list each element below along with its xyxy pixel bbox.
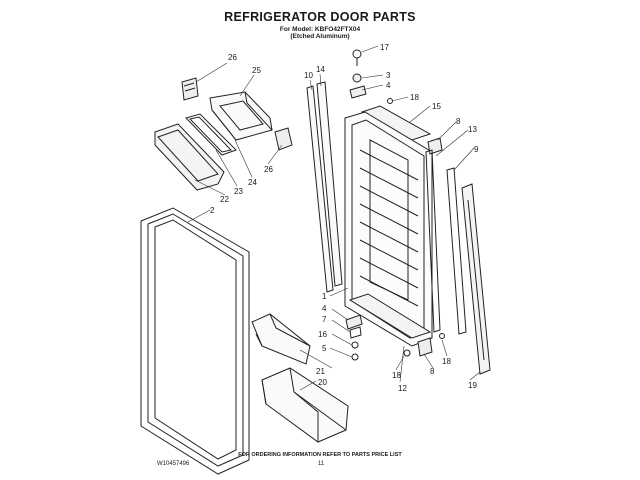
doc-number: W10457496 (157, 461, 190, 467)
callout: 14 (316, 65, 325, 74)
callout: 1 (322, 292, 327, 301)
part-screw-17 (352, 49, 362, 66)
callout: 4 (386, 81, 391, 90)
part-hinge-bracket-8-lower (417, 337, 433, 357)
part-top-bracket-26 (181, 77, 199, 101)
callout: 18 (392, 371, 401, 380)
part-large-bin-20 (261, 367, 349, 443)
part-trim-14 (316, 81, 343, 287)
part-side-trim-13 (425, 149, 441, 333)
part-screw-18-lower (403, 349, 411, 357)
callout: 18 (410, 93, 419, 102)
callout: 9 (474, 145, 479, 154)
page-number: 11 (318, 461, 325, 467)
callout: 25 (252, 66, 261, 75)
callout: 26 (228, 53, 237, 62)
callout: 5 (322, 344, 327, 353)
ordering-note: FOR ORDERING INFORMATION REFER TO PARTS … (238, 452, 402, 458)
part-frame-23 (185, 113, 237, 156)
part-screw-18-top (387, 98, 393, 104)
callout: 16 (318, 330, 327, 339)
callout: 18 (442, 357, 451, 366)
part-hinge-3-4 (349, 73, 367, 99)
part-small-bin-21 (251, 313, 311, 365)
part-bottom-bracket-26 (274, 127, 293, 151)
callout-labels: 26 25 23 22 24 26 2 10 14 17 3 4 18 15 8… (210, 43, 479, 393)
callout: 20 (318, 378, 327, 387)
callout: 22 (220, 195, 229, 204)
part-bottom-trim-12 (348, 293, 432, 339)
part-lower-hinge-4-7 (345, 314, 363, 339)
callout: 17 (380, 43, 389, 52)
callout: 7 (322, 315, 327, 324)
part-bin-box-25 (209, 91, 273, 141)
callout: 23 (234, 187, 243, 196)
part-front-22 (154, 123, 225, 191)
callout: 12 (398, 384, 407, 393)
callout: 21 (316, 367, 325, 376)
part-screw-18-right (439, 333, 445, 339)
model-line: For Model: KBFO42FTX04 (279, 26, 361, 33)
callout: 13 (468, 125, 477, 134)
callout: 15 (432, 102, 441, 111)
callout: 24 (248, 178, 257, 187)
callout: 10 (304, 71, 313, 80)
part-strip-9 (446, 167, 467, 335)
variant-line: (Etched Aluminum) (290, 33, 350, 40)
part-hinge-bracket-8-top (427, 137, 443, 155)
callout: 8 (430, 367, 435, 376)
part-handle-19 (461, 183, 491, 375)
part-door-gasket-2 (140, 207, 250, 475)
callout: 2 (210, 206, 215, 215)
callout: 19 (468, 381, 477, 390)
page-title: REFRIGERATOR DOOR PARTS (224, 10, 416, 24)
callout: 4 (322, 304, 327, 313)
callout: 26 (264, 165, 273, 174)
callout: 8 (456, 117, 461, 126)
callout: 3 (386, 71, 391, 80)
leader-lines (187, 45, 481, 391)
part-bushing-16 (351, 341, 359, 349)
part-trim-10 (306, 85, 334, 293)
part-screw-5 (351, 353, 359, 361)
